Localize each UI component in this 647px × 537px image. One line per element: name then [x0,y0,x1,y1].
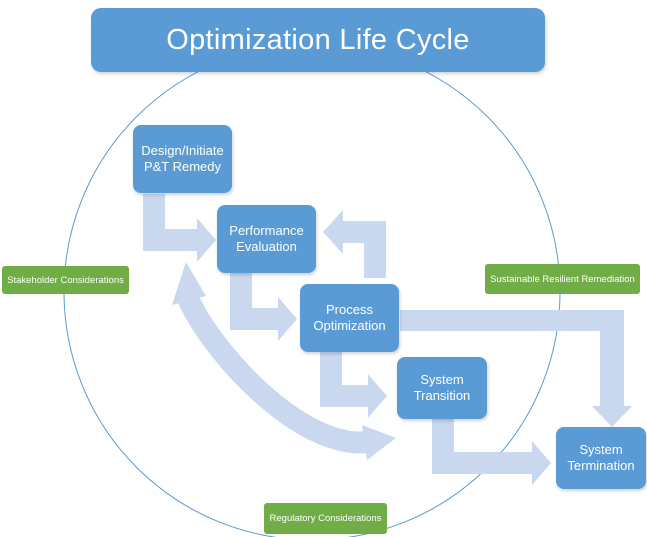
page-title: Optimization Life Cycle [91,8,545,72]
arrow-curved-head-top [172,262,206,305]
arrow-transition-to-termination [432,418,551,485]
arrow-process-to-termination [400,310,632,427]
arrow-design-to-performance [143,194,216,262]
step-system-transition: System Transition [397,357,487,419]
sustainable-resilient-remediation-label: Sustainable Resilient Remediation [485,264,640,294]
regulatory-considerations-label: Regulatory Considerations [264,503,387,534]
step-performance-evaluation: Performance Evaluation [217,205,316,273]
arrow-performance-to-process [230,273,297,341]
arrow-transition-to-performance-head [362,425,396,460]
arrow-process-to-performance [323,210,386,278]
arrow-process-to-transition [320,350,387,418]
step-system-termination: System Termination [556,427,646,489]
step-design-initiate: Design/Initiate P&T Remedy [133,125,232,193]
arrow-transition-to-performance-curved [177,293,370,454]
flow-arrows [143,194,632,485]
stakeholder-considerations-label: Stakeholder Considerations [2,266,129,294]
step-process-optimization: Process Optimization [300,284,399,352]
